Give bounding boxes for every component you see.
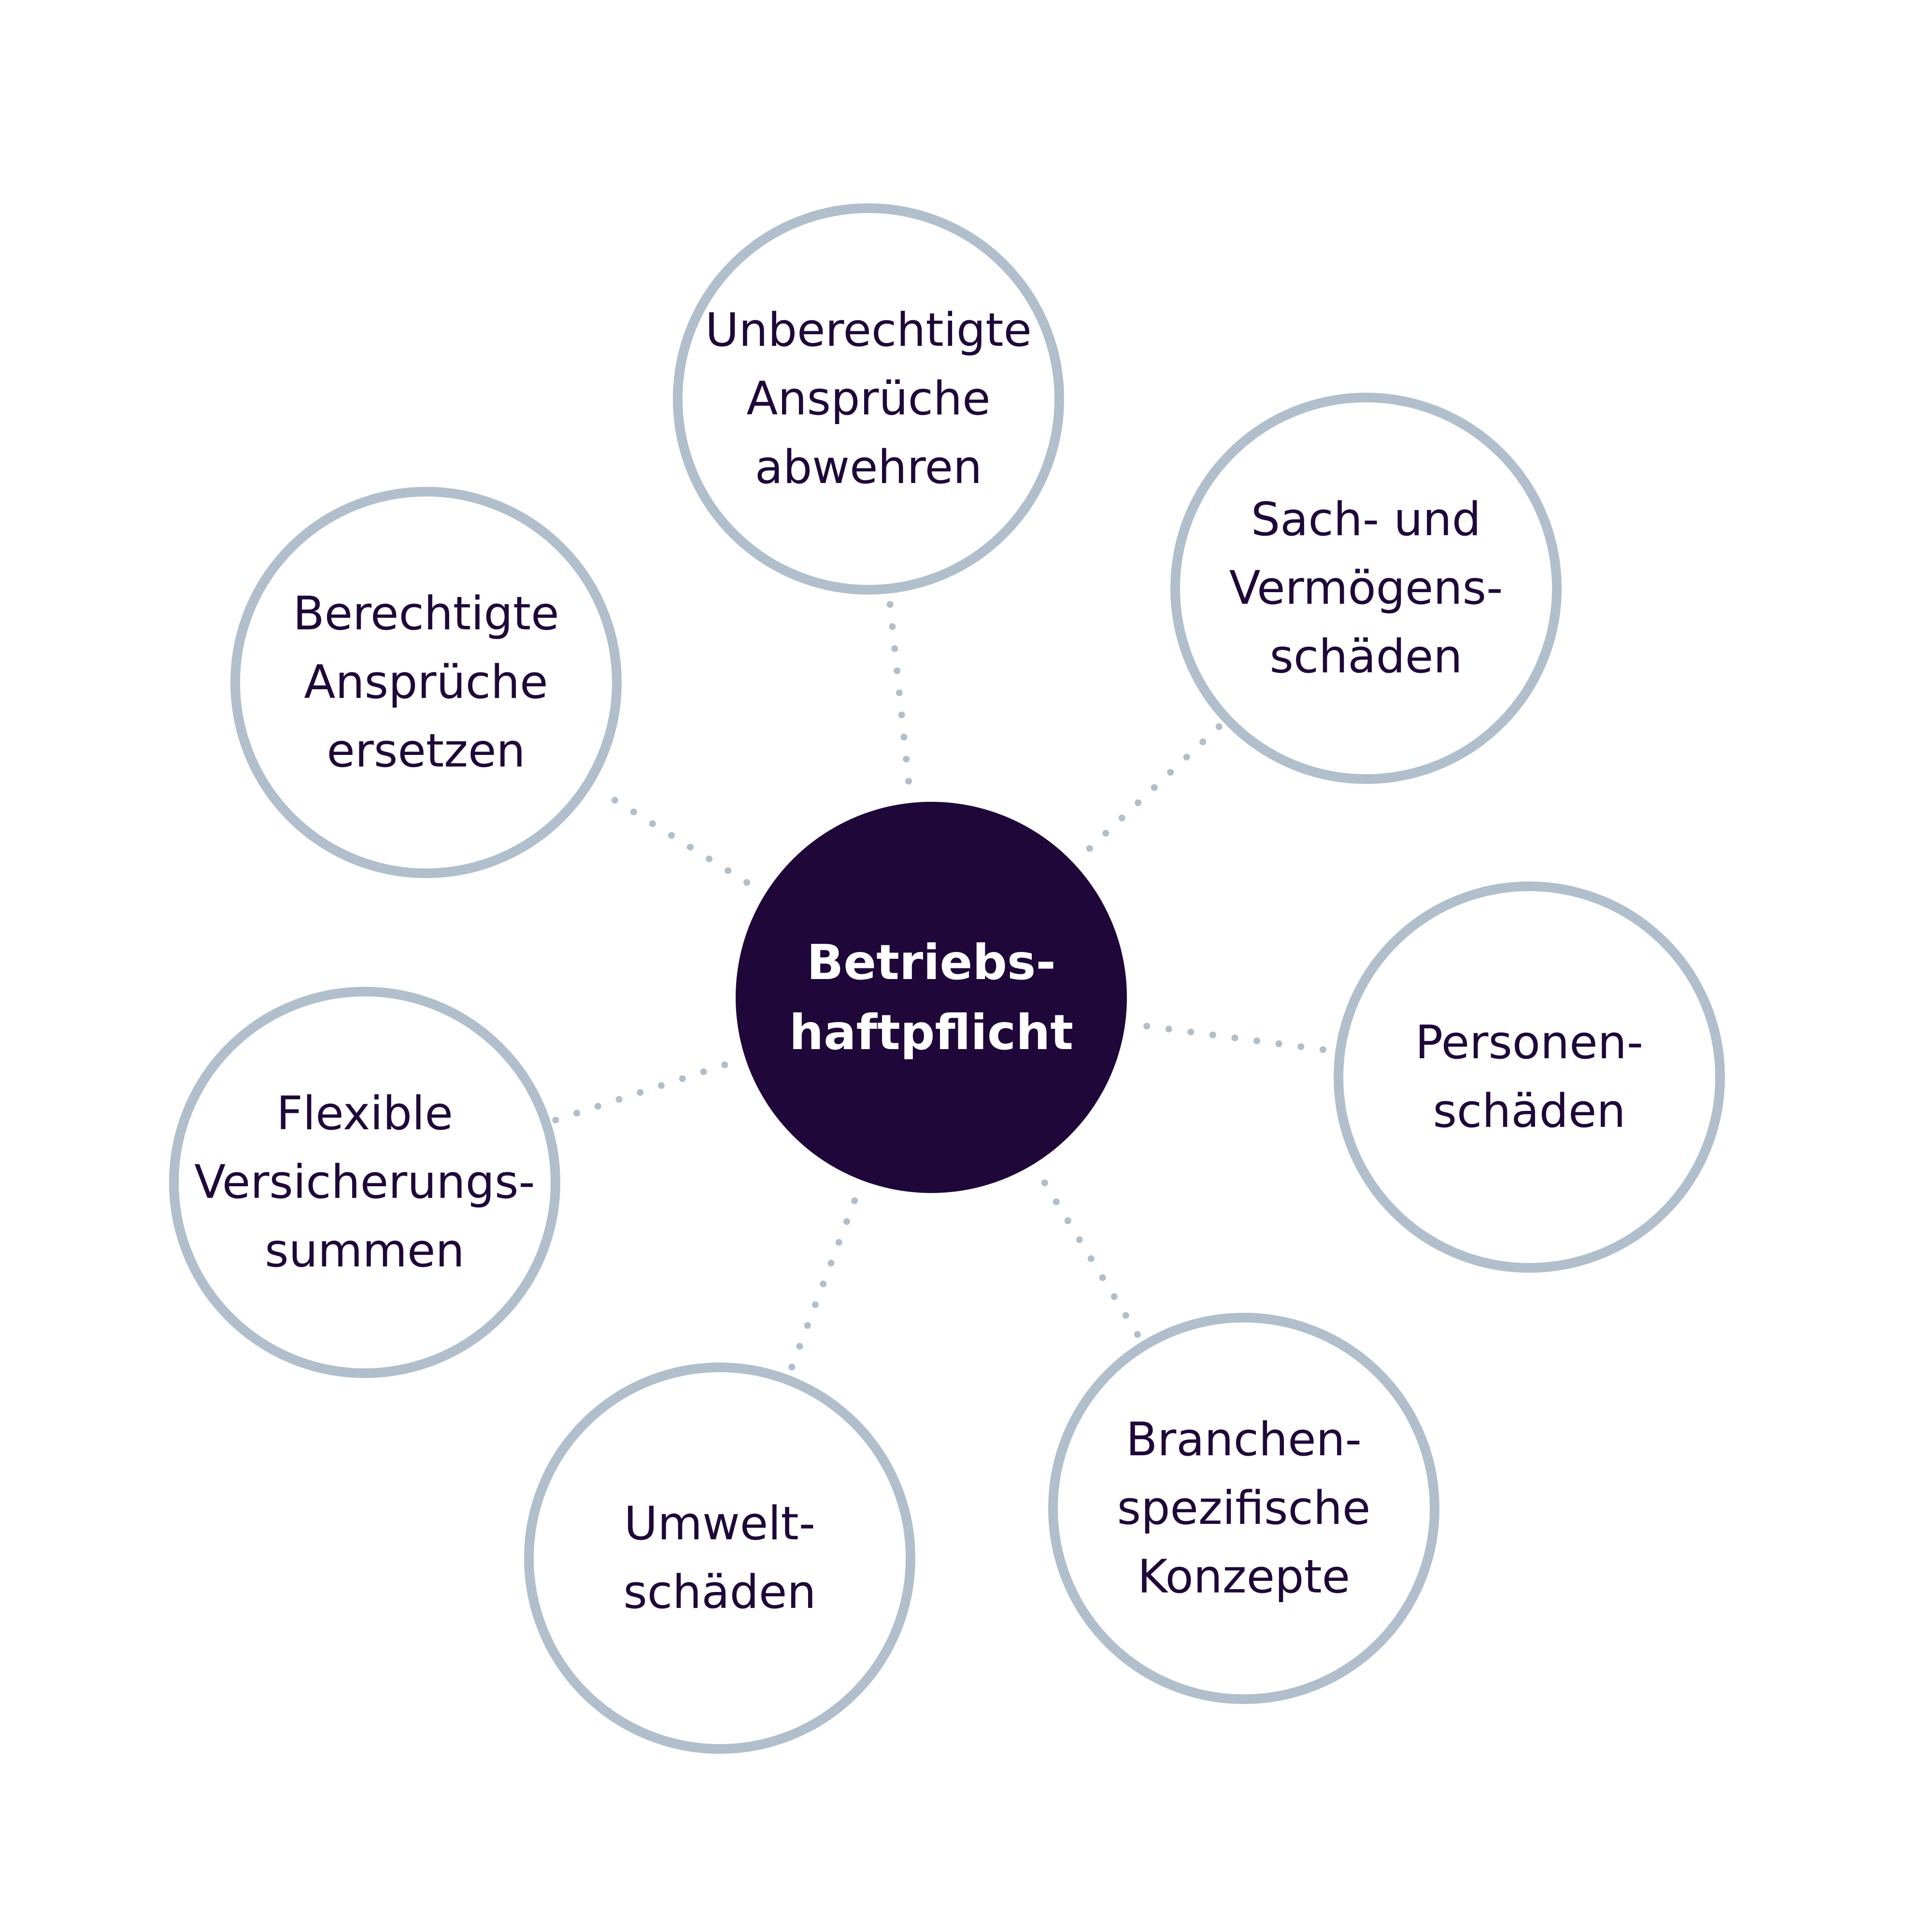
node-ring [1048, 1313, 1439, 1704]
node-ring [1334, 881, 1725, 1273]
node-label-line: schäden [623, 1566, 816, 1619]
connector-sach-vermoegensschaeden [1086, 722, 1224, 852]
node-label-line: summen [265, 1224, 464, 1278]
connector-layer [552, 595, 1334, 1374]
connector-flexible-versicherungssummen [552, 1061, 728, 1124]
node-label-line: abwehren [755, 441, 982, 494]
node-umweltschaeden: Umwelt-schäden [524, 1363, 915, 1754]
node-label-line: ersetzen [327, 724, 525, 778]
node-ring [230, 487, 622, 878]
center-label-line: haftpflicht [789, 1004, 1073, 1061]
node-personenschaeden: Personen-schäden [1334, 881, 1725, 1273]
node-ring [673, 203, 1064, 595]
node-label-line: Versicherungs- [194, 1156, 535, 1209]
node-label-line: schäden [1269, 630, 1462, 683]
node-label-line: Ansprüche [746, 372, 990, 426]
center-label-line: Betriebs- [807, 934, 1056, 991]
node-ring [169, 987, 560, 1378]
node-label-line: schäden [1433, 1085, 1625, 1138]
connector-berechtigte-ansprueche [593, 785, 751, 886]
connector-branchenspezifische-konzepte [1041, 1179, 1143, 1341]
node-label-line: Berechtigte [293, 587, 559, 640]
center-disc [736, 802, 1127, 1193]
node-label-line: Ansprüche [304, 656, 548, 709]
node-label-line: Konzepte [1138, 1550, 1350, 1604]
node-ring [1170, 393, 1562, 784]
connector-umweltschaeden [787, 1197, 858, 1374]
node-label-line: Vermögens- [1229, 562, 1503, 615]
center-node: Betriebs-haftpflicht [736, 802, 1127, 1193]
connector-unberechtigte-ansprueche [886, 595, 912, 785]
node-label-line: Personen- [1415, 1016, 1643, 1069]
connector-personenschaeden [1143, 1023, 1334, 1054]
node-label-line: Umwelt- [624, 1497, 815, 1550]
node-label-line: Unberechtigte [705, 304, 1032, 357]
node-label-line: Flexible [276, 1087, 453, 1140]
node-label-line: Branchen- [1126, 1413, 1362, 1466]
node-label-line: Sach- und [1251, 493, 1481, 546]
node-label-line: spezifische [1117, 1482, 1371, 1535]
node-ring [524, 1363, 915, 1754]
